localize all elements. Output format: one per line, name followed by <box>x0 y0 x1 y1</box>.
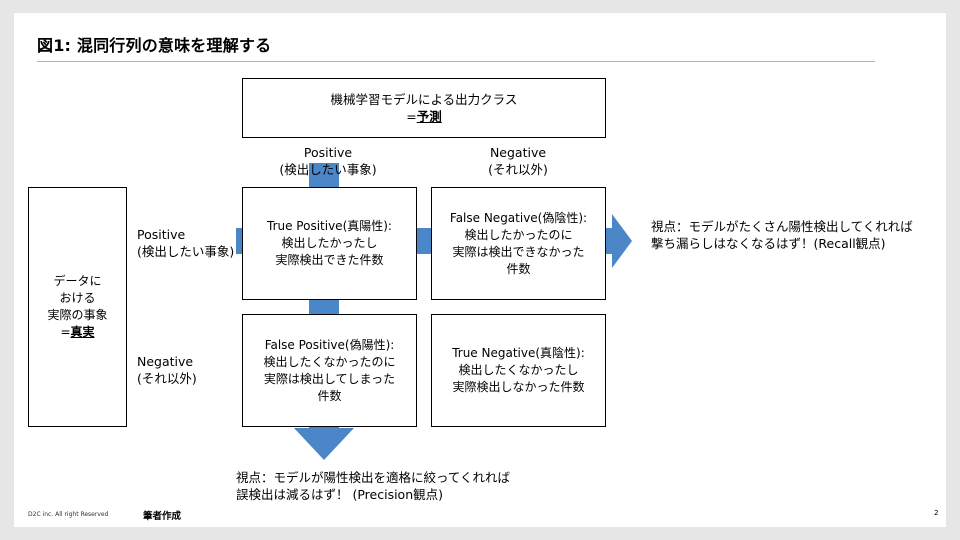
pred-negative-line1: Negative <box>489 145 547 160</box>
precision-note-line2: 誤検出は減るはず！ (Precision観点) <box>236 487 444 502</box>
truth-line3: 実際の事象 <box>47 308 108 322</box>
tn-line2: 検出したくなかったし <box>458 363 579 377</box>
cell-false-negative: False Negative(偽陰性): 検出したかったのに 実際は検出できなか… <box>431 187 606 300</box>
fp-line3: 実際は検出してしまった <box>263 371 396 386</box>
cell-false-positive: False Positive(偽陽性): 検出したくなかったのに 実際は検出して… <box>242 314 417 427</box>
precision-note: 視点：モデルが陽性検出を適格に絞ってくれれば 誤検出は減るはず！ (Precis… <box>236 469 510 503</box>
actual-negative-label: Negative (それ以外) <box>137 353 197 387</box>
page-number: 2 <box>934 509 939 517</box>
fn-line4: 件数 <box>506 261 531 276</box>
truth-equals: = <box>60 325 71 339</box>
fn-line1: False Negative(偽陰性): <box>449 210 588 225</box>
actual-negative-line2: (それ以外) <box>137 371 197 386</box>
actual-negative-line1: Negative <box>137 354 194 369</box>
truth-box: データに おける 実際の事象 =真実 <box>28 187 127 427</box>
prediction-equals: = <box>406 109 417 124</box>
fp-line4: 件数 <box>317 388 342 403</box>
tp-line2: 検出したかったし <box>281 236 378 250</box>
pred-negative-line2: (それ以外) <box>488 162 548 177</box>
cell-true-negative: True Negative(真陰性): 検出したくなかったし 実際検出しなかった… <box>431 314 606 427</box>
actual-positive-line1: Positive <box>137 227 186 242</box>
cell-true-positive: True Positive(真陽性): 検出したかったし 実際検出できた件数 <box>242 187 417 300</box>
actual-positive-line2: (検出したい事象) <box>137 244 235 259</box>
fn-line2: 検出したかったのに <box>464 227 573 242</box>
fn-line3: 実際は検出できなかった <box>452 244 585 259</box>
fp-line2: 検出したくなかったのに <box>263 354 396 369</box>
recall-note-line2: 撃ち漏らしはなくなるはず！(Recall観点) <box>651 236 886 251</box>
source-text: 筆者作成 <box>143 511 182 522</box>
truth-line1: データに <box>53 274 102 288</box>
tp-line1: True Positive(真陽性): <box>267 219 392 233</box>
truth-line4: =真実 <box>60 324 94 341</box>
prediction-subtitle: =予測 <box>406 108 442 125</box>
down-arrow-head <box>294 428 354 460</box>
truth-line2: おける <box>59 291 96 305</box>
page-title: 図1: 混同行列の意味を理解する <box>37 36 272 55</box>
actual-positive-label: Positive (検出したい事象) <box>137 226 234 260</box>
pred-positive-line1: Positive <box>303 145 353 160</box>
title-divider <box>37 61 875 62</box>
precision-note-line1: 視点：モデルが陽性検出を適格に絞ってくれれば <box>236 470 511 485</box>
recall-note: 視点：モデルがたくさん陽性検出してくれれば 撃ち漏らしはなくなるはず！(Reca… <box>651 218 913 252</box>
recall-note-line1: 視点：モデルがたくさん陽性検出してくれれば <box>651 219 913 234</box>
pred-positive-line2: (検出したい事象) <box>279 162 377 177</box>
pred-positive-label: Positive (検出したい事象) <box>268 144 388 178</box>
prediction-title: 機械学習モデルによる出力クラス <box>330 92 518 107</box>
prediction-header-box: 機械学習モデルによる出力クラス =予測 <box>242 78 606 138</box>
tn-line1: True Negative(真陰性): <box>452 346 585 360</box>
prediction-emph: 予測 <box>416 109 442 124</box>
copyright-text: D2C inc. All right Reserved <box>28 511 109 518</box>
tn-line3: 実際検出しなかった件数 <box>452 380 585 394</box>
right-arrow-head <box>612 214 632 268</box>
truth-emph: 真実 <box>70 325 95 339</box>
fp-line1: False Positive(偽陽性): <box>264 337 395 352</box>
pred-negative-label: Negative (それ以外) <box>458 144 578 178</box>
tp-line3: 実際検出できた件数 <box>275 253 384 267</box>
